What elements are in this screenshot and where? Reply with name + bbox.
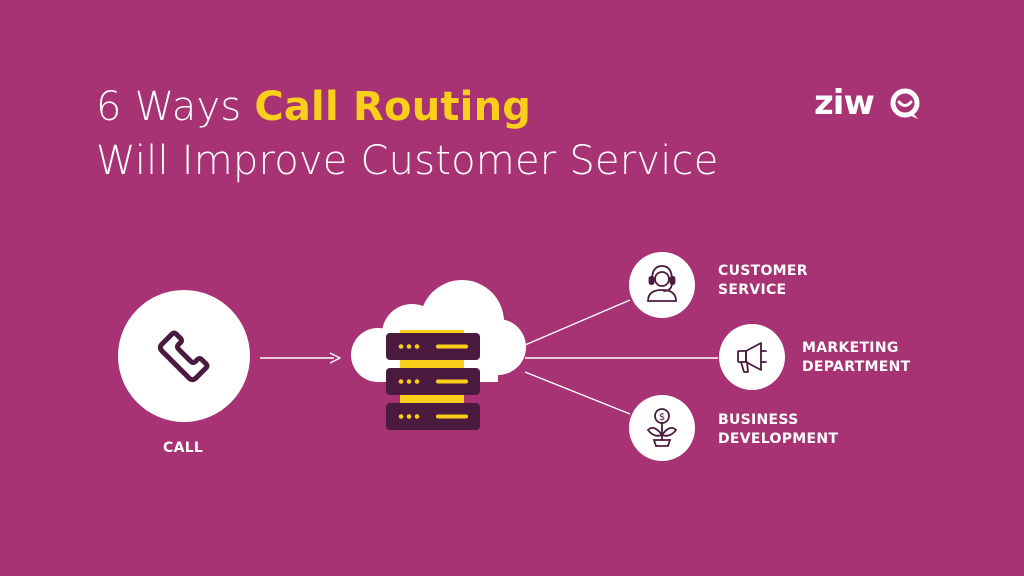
business-development-label-line-2: DEVELOPMENT	[718, 431, 839, 447]
ziwo-logo: ziw	[814, 83, 920, 123]
business-development-label-line-1: BUSINESS	[718, 412, 799, 428]
logo-text: ziw	[814, 83, 875, 123]
call-label: CALL	[163, 440, 204, 456]
customer-service-label: CUSTOMER SERVICE	[718, 262, 808, 300]
marketing-label: MARKETING DEPARTMENT	[802, 339, 910, 377]
title-line-2: Will Improve Customer Service	[96, 138, 719, 184]
marketing-label-line-1: MARKETING	[802, 340, 899, 356]
megaphone-icon	[737, 342, 767, 373]
marketing-node	[719, 324, 785, 390]
customer-service-label-line-1: CUSTOMER	[718, 263, 808, 279]
call-to-hub-arrowhead	[329, 352, 341, 364]
business-development-label: BUSINESS DEVELOPMENT	[718, 411, 838, 449]
customer-service-label-line-2: SERVICE	[718, 282, 787, 298]
svg-text:$: $	[659, 412, 665, 423]
hub-to-business-line	[524, 371, 631, 415]
logo-smile-icon	[890, 88, 920, 119]
customer-service-node	[629, 252, 695, 318]
marketing-label-line-2: DEPARTMENT	[802, 359, 911, 375]
server-rack-2	[386, 368, 480, 395]
title-prefix: 6 Ways	[96, 84, 242, 130]
page-title: 6 Ways Call Routing Will Improve Custome…	[96, 80, 719, 188]
headset-agent-icon	[647, 265, 677, 302]
phone-icon	[157, 330, 210, 383]
money-plant-icon: $	[646, 408, 678, 447]
title-line-1: 6 Ways Call Routing	[96, 80, 719, 134]
server-rack-3	[386, 403, 480, 430]
connector-lines	[260, 299, 718, 415]
business-development-node: $	[629, 395, 695, 461]
hub-to-customer-service-line	[524, 299, 631, 346]
call-node	[118, 290, 250, 422]
title-highlight: Call Routing	[254, 84, 532, 130]
cloud-server-icon	[351, 280, 526, 430]
server-rack-1	[386, 333, 480, 360]
